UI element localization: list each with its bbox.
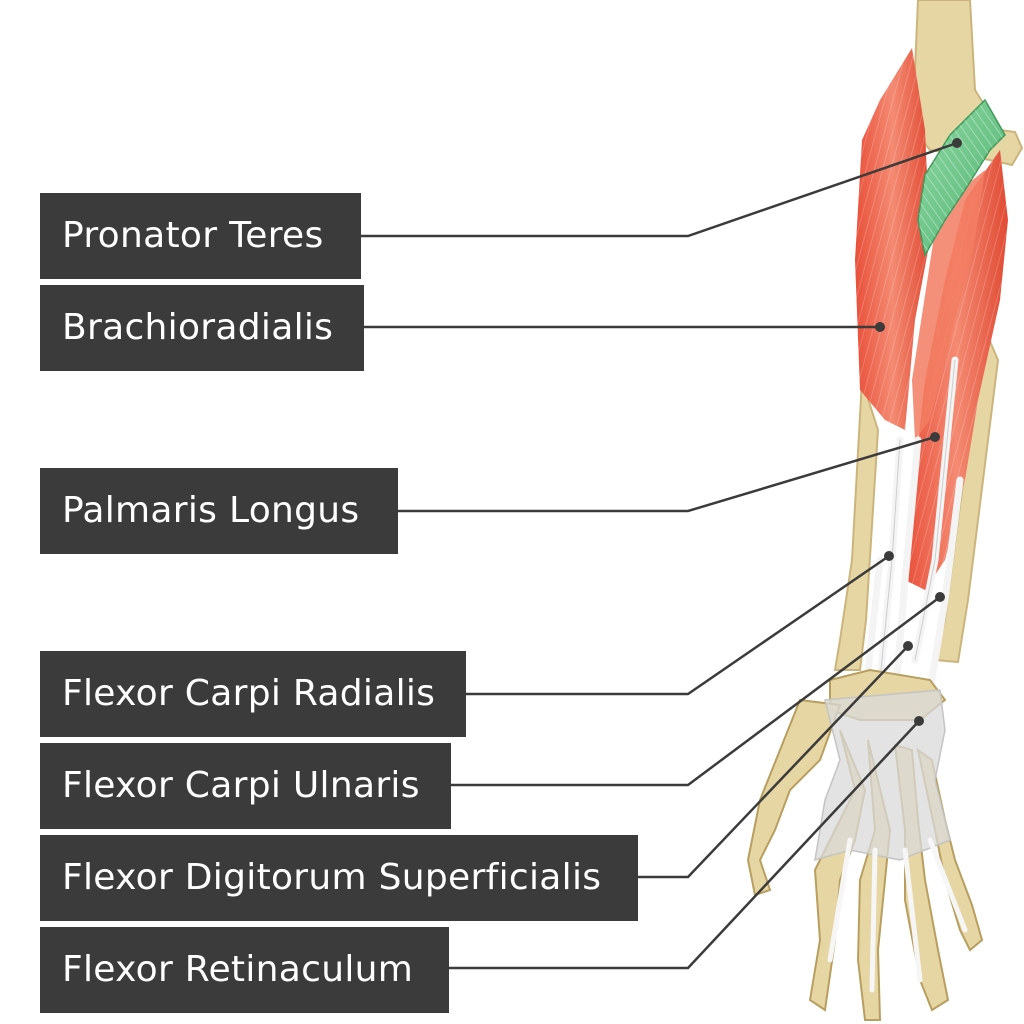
leader-line-flexor-carpi-ulnaris [451,595,941,787]
dot-palmaris-longus [930,432,940,442]
dot-flexor-carpi-ulnaris [935,592,945,602]
leader-line-palmaris-longus [398,435,936,513]
label-palmaris-longus: Palmaris Longus [40,468,398,554]
pronator-teres-muscle [917,98,1006,258]
label-flexor-digitorum-superficialis: Flexor Digitorum Superficialis [40,835,638,921]
dot-flexor-digitorum-superficialis [903,641,913,651]
dot-flexor-retinaculum [914,716,924,726]
dot-brachioradialis [875,322,885,332]
leader-dots [875,138,962,726]
label-pronator-teres: Pronator Teres [40,193,361,279]
label-brachioradialis: Brachioradialis [40,285,364,371]
leader-lines [361,141,958,970]
label-flexor-carpi-ulnaris: Flexor Carpi Ulnaris [40,743,451,829]
leader-line-flexor-retinaculum [449,720,920,970]
dot-pronator-teres [952,138,962,148]
leader-line-flexor-carpi-radialis [466,554,890,696]
label-flexor-carpi-radialis: Flexor Carpi Radialis [40,651,466,737]
leader-line-pronator-teres [361,141,958,238]
finger-tendons [827,837,968,993]
dot-flexor-carpi-radialis [884,551,894,561]
label-flexor-retinaculum: Flexor Retinaculum [40,927,449,1013]
leader-line-flexor-digitorum-superficialis [638,645,909,879]
flexor-retinaculum-tissue [814,689,951,862]
